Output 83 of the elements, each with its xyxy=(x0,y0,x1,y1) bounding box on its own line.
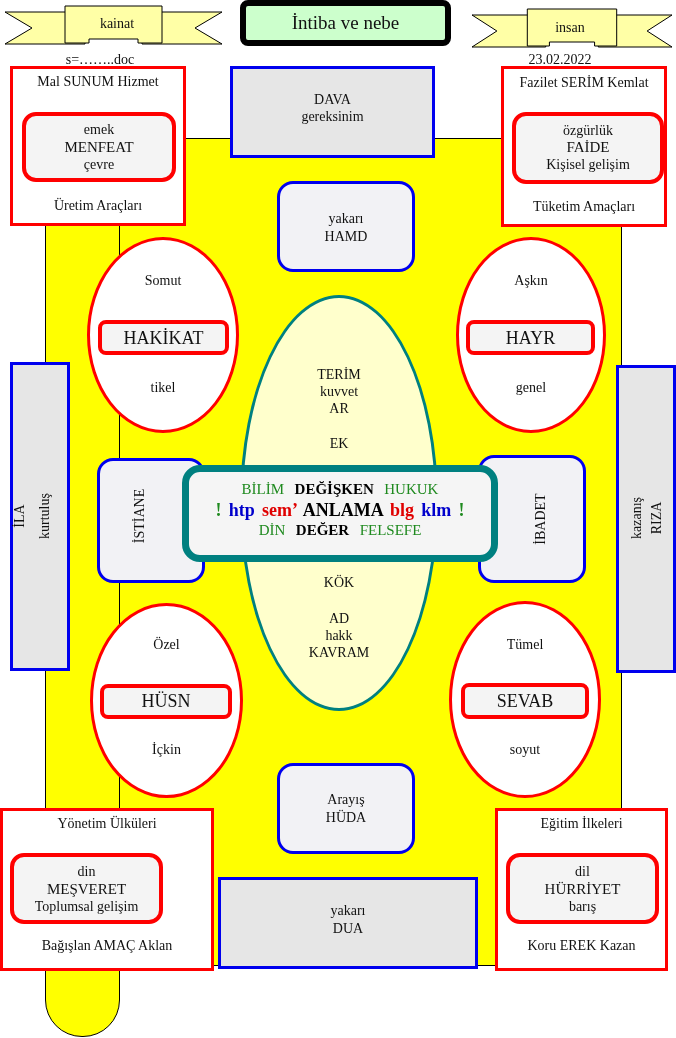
node-text: Kişisel gelişim xyxy=(546,156,630,174)
node-text: KÖK xyxy=(323,574,355,592)
text-line: DİN DEĞER FELSEFE xyxy=(258,522,422,540)
node-text: FAİDE xyxy=(566,139,610,157)
node-text: İLA xyxy=(11,504,28,528)
node-text: kurtuluş xyxy=(36,493,53,539)
node-text: soyut xyxy=(509,741,541,759)
node-text: din xyxy=(77,863,96,881)
node-text: çevre xyxy=(83,156,115,174)
ribbon-banner xyxy=(5,5,222,45)
node-text: kuvvet xyxy=(319,383,359,401)
rounded-box xyxy=(506,853,659,924)
node-text: kazanış xyxy=(628,497,645,539)
node-text: HAKİKAT xyxy=(123,327,204,349)
node-text: İçkin xyxy=(152,741,181,759)
node-text: Somut xyxy=(144,272,182,290)
node-text: Aşkın xyxy=(514,272,548,290)
text-line: BİLİM DEĞİŞKEN HUKUK xyxy=(241,481,439,499)
node-text: Toplumsal gelişim xyxy=(34,898,139,916)
node-text: RIZA xyxy=(648,501,665,535)
node-text: HÜDA xyxy=(325,809,367,827)
node-text: gereksinim xyxy=(301,108,364,126)
node-text: Bağışlan AMAÇ Aklan xyxy=(41,937,173,955)
node-text: AR xyxy=(329,400,349,418)
rounded-box xyxy=(461,683,589,719)
outer-box xyxy=(0,808,214,971)
outer-box xyxy=(495,808,668,971)
node-text: Eğitim İlkeleri xyxy=(540,815,623,833)
node-text: Üretim Araçları xyxy=(53,197,143,215)
title-banner: İntiba ve nebe xyxy=(240,0,451,46)
node-text: HÜRRİYET xyxy=(544,881,621,899)
side-bar xyxy=(616,365,676,673)
outer-box xyxy=(10,66,186,226)
node-text: MEŞVERET xyxy=(46,881,127,899)
node-text: TERİM xyxy=(317,366,361,384)
node-text: kainat xyxy=(99,15,135,33)
node-text: Mal SUNUM Hizmet xyxy=(37,73,159,91)
rounded-box xyxy=(22,112,176,182)
node-text: MENFEAT xyxy=(64,139,134,157)
node-text: KAVRAM xyxy=(308,644,370,662)
node-text: genel xyxy=(515,379,547,397)
node-text: barış xyxy=(568,898,597,916)
node-text: özgürlük xyxy=(563,122,613,140)
node-text: Fazilet SERİM Kemlat xyxy=(519,74,649,92)
rect-box xyxy=(218,877,478,969)
rounded-box xyxy=(277,181,415,272)
rect-box xyxy=(230,66,435,158)
node-text: Tümel xyxy=(506,636,544,654)
node-text: yakarı xyxy=(330,902,366,920)
node-text: yakarı xyxy=(328,210,364,228)
rounded-box xyxy=(100,684,232,719)
node-text: Tüketim Amaçları xyxy=(532,198,636,216)
node-text: hakk xyxy=(325,627,353,645)
node-text: HAYR xyxy=(505,327,556,349)
node-text: EK xyxy=(329,435,349,453)
outer-box xyxy=(501,66,667,227)
side-bar xyxy=(10,362,70,671)
node-text: AD xyxy=(328,610,350,628)
rounded-box xyxy=(277,763,415,854)
node-text: İBADET xyxy=(532,493,549,545)
node-text: DAVA xyxy=(314,91,351,109)
node-text: HÜSN xyxy=(141,690,191,712)
file-name-label: s=……..doc xyxy=(65,51,135,69)
node-text: Arayış xyxy=(327,791,365,809)
node-text: Özel xyxy=(153,636,180,654)
rounded-box xyxy=(10,853,163,924)
node-text: İSTİANE xyxy=(131,488,148,544)
ribbon-banner xyxy=(472,8,672,48)
rounded-box xyxy=(98,320,229,355)
node-text: DUA xyxy=(332,920,364,938)
text-line: ! htp sem’ ANLAMA blg klm ! xyxy=(215,499,465,521)
node-text: dil xyxy=(575,863,590,881)
node-text: insan xyxy=(555,19,585,37)
node-text: SEVAB xyxy=(496,690,554,712)
rounded-box xyxy=(512,112,664,184)
rounded-box xyxy=(466,320,595,355)
node-text: Koru EREK Kazan xyxy=(527,937,636,955)
node-text: Yönetim Ülküleri xyxy=(57,815,157,833)
node-text: HAMD xyxy=(324,228,368,246)
date-label: 23.02.2022 xyxy=(528,51,592,69)
node-text: tikel xyxy=(150,379,176,397)
node-text: emek xyxy=(83,121,115,139)
center-box xyxy=(182,465,498,562)
